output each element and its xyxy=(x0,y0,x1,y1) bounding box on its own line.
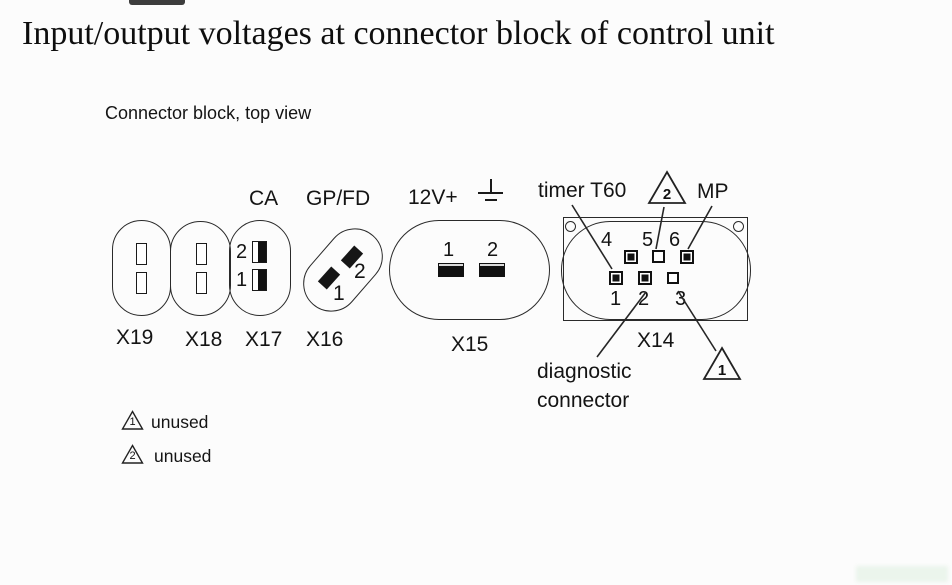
scan-artifact-top xyxy=(129,0,185,5)
pin-fill xyxy=(258,270,266,290)
label-diagnostic: diagnostic xyxy=(537,360,632,383)
connector-x17-body xyxy=(229,220,291,316)
x14-pin-number: 5 xyxy=(642,229,654,251)
connector-x19-pin xyxy=(136,272,147,294)
x16-pin-number: 1 xyxy=(333,282,345,305)
x14-pin-number: 1 xyxy=(610,288,622,310)
x14-pin-number: 6 xyxy=(669,229,681,251)
x14-pin-number: 4 xyxy=(601,229,613,251)
legend-triangle-1-icon xyxy=(121,410,144,430)
x15-pin-number: 2 xyxy=(487,239,499,261)
ground-icon-stem xyxy=(490,179,492,193)
page-title: Input/output voltages at connector block… xyxy=(22,15,775,52)
ground-icon-bar-short xyxy=(484,199,497,202)
connector-x15-pin xyxy=(479,263,505,277)
connector-label-x19: X19 xyxy=(116,326,154,349)
connector-x18-body xyxy=(170,221,231,316)
connector-x14-pin-6 xyxy=(680,250,694,264)
connector-x17-pin xyxy=(252,269,267,291)
connector-label-x15: X15 xyxy=(451,333,489,356)
connector-x14-pin-5 xyxy=(652,250,665,263)
x15-pin-number: 1 xyxy=(443,239,455,261)
label-ca: CA xyxy=(249,187,279,210)
connector-x18-pin xyxy=(196,272,207,294)
connector-x14-flange xyxy=(563,217,748,321)
legend-triangle-2-icon xyxy=(121,444,144,464)
label-gpfd: GP/FD xyxy=(306,187,371,210)
pin-fill xyxy=(258,242,266,262)
connector-label-x16: X16 xyxy=(306,328,344,351)
connector-x19-pin xyxy=(136,243,147,265)
screw-hole-icon xyxy=(565,221,576,232)
triangle-2-number: 2 xyxy=(662,186,672,203)
x17-pin-number: 1 xyxy=(236,269,248,291)
legend-text-1: unused xyxy=(151,412,209,432)
x17-pin-number: 2 xyxy=(236,241,248,263)
subtitle: Connector block, top view xyxy=(105,103,312,123)
triangle-1-marker xyxy=(702,346,742,380)
connector-label-x17: X17 xyxy=(245,328,283,351)
label-connector: connector xyxy=(537,389,630,412)
label-12v: 12V+ xyxy=(408,186,458,209)
connector-x14-pin-3 xyxy=(667,272,679,284)
connector-x14-pin-2 xyxy=(638,271,652,285)
ground-icon-bar-long xyxy=(478,192,503,195)
connector-x15-body xyxy=(389,220,550,320)
legend-triangle-2-number: 2 xyxy=(129,450,136,462)
x16-pin-number: 2 xyxy=(354,260,366,283)
connector-x14-pin-1 xyxy=(609,271,623,285)
connector-x14-stadium xyxy=(561,221,751,320)
scan-artifact-bottom-right xyxy=(856,566,948,582)
legend-triangle-1-number: 1 xyxy=(129,416,136,428)
x14-pin-number: 2 xyxy=(638,288,650,310)
ground-icon xyxy=(478,179,506,205)
connector-x14-pin-4 xyxy=(624,250,638,264)
screw-hole-icon xyxy=(733,221,744,232)
label-timer-t60: timer T60 xyxy=(538,179,627,202)
legend-text-2: unused xyxy=(154,446,212,466)
triangle-1-number: 1 xyxy=(717,362,727,379)
connector-label-x14: X14 xyxy=(637,329,675,352)
label-mp: MP xyxy=(697,180,729,203)
triangle-2-marker xyxy=(647,170,687,204)
connector-x15-pin xyxy=(438,263,464,277)
connector-x17-pin xyxy=(252,241,267,263)
connector-label-x18: X18 xyxy=(185,328,223,351)
connector-x18-pin xyxy=(196,243,207,265)
x14-pin-number: 3 xyxy=(675,288,687,310)
